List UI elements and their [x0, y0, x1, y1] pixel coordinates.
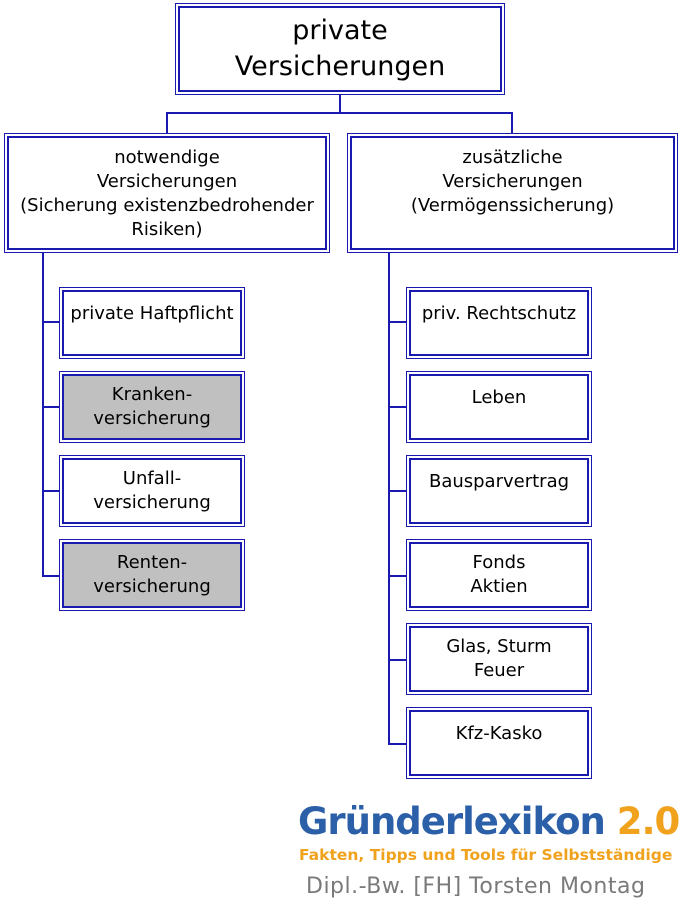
- node-label: Leben: [471, 387, 527, 408]
- category-notwendige: notwendige Versicherungen (Sicherung exi…: [4, 133, 330, 253]
- node-label: Bausparvertrag: [428, 471, 570, 492]
- right-branch-5: [388, 659, 406, 661]
- left-spine: [42, 253, 44, 576]
- category-label-line: zusätzliche: [462, 147, 563, 168]
- node-label: Unfall-: [122, 468, 182, 489]
- category-label-line: (Sicherung existenzbedrohender: [20, 195, 314, 216]
- node-label: Kfz-Kasko: [455, 723, 543, 744]
- root-node: private Versicherungen: [175, 3, 505, 95]
- category-label-line: Versicherungen: [442, 171, 583, 192]
- left-branch-3: [42, 490, 59, 492]
- category-label-line: Risiken): [131, 219, 203, 240]
- node-label: versicherung: [93, 576, 211, 597]
- connector-horizontal: [166, 112, 513, 114]
- node-bausparvertrag: Bausparvertrag: [406, 455, 592, 527]
- right-branch-2: [388, 406, 406, 408]
- node-label: Renten-: [116, 552, 188, 573]
- logo-version: 2.0: [616, 800, 681, 843]
- node-label: Fonds: [472, 552, 526, 573]
- node-label: versicherung: [93, 408, 211, 429]
- logo-tagline: Fakten, Tipps und Tools für Selbstständi…: [299, 846, 673, 864]
- category-label-line: notwendige: [114, 147, 220, 168]
- node-label: Feuer: [473, 660, 525, 681]
- right-branch-3: [388, 490, 406, 492]
- node-fonds-aktien: Fonds Aktien: [406, 539, 592, 611]
- node-label: Aktien: [470, 576, 528, 597]
- node-private-haftpflicht: private Haftpflicht: [59, 287, 245, 359]
- node-glas-sturm-feuer: Glas, Sturm Feuer: [406, 623, 592, 695]
- node-krankenversicherung: Kranken- versicherung: [59, 371, 245, 443]
- right-branch-1: [388, 321, 406, 323]
- gruenderlexikon-logo: Gründerlexikon 2.0: [298, 800, 688, 844]
- node-label: versicherung: [93, 492, 211, 513]
- node-rentenversicherung: Renten- versicherung: [59, 539, 245, 611]
- node-rechtschutz: priv. Rechtschutz: [406, 287, 592, 359]
- right-branch-4: [388, 575, 406, 577]
- right-spine: [388, 253, 390, 744]
- logo-word: Gründerlexikon: [298, 800, 606, 843]
- right-branch-6: [388, 743, 406, 745]
- category-zusaetzliche: zusätzliche Versicherungen (Vermögenssic…: [347, 133, 678, 253]
- node-label: private Haftpflicht: [70, 303, 234, 324]
- left-branch-1: [42, 321, 59, 323]
- connector-to-left-category: [166, 112, 168, 133]
- node-unfallversicherung: Unfall- versicherung: [59, 455, 245, 527]
- connector-root-down: [339, 95, 341, 113]
- category-label-line: Versicherungen: [96, 171, 238, 192]
- root-label-line1: private: [292, 15, 388, 46]
- left-branch-4: [42, 575, 59, 577]
- author-credit: Dipl.-Bw. [FH] Torsten Montag: [306, 874, 646, 899]
- connector-to-right-category: [511, 112, 513, 133]
- node-label: Glas, Sturm: [446, 636, 552, 657]
- node-leben: Leben: [406, 371, 592, 443]
- category-label-line: (Vermögenssicherung): [410, 195, 615, 216]
- node-kfz-kasko: Kfz-Kasko: [406, 707, 592, 779]
- node-label: priv. Rechtschutz: [421, 303, 577, 324]
- left-branch-2: [42, 406, 59, 408]
- node-label: Kranken-: [111, 384, 193, 405]
- root-label-line2: Versicherungen: [234, 51, 446, 82]
